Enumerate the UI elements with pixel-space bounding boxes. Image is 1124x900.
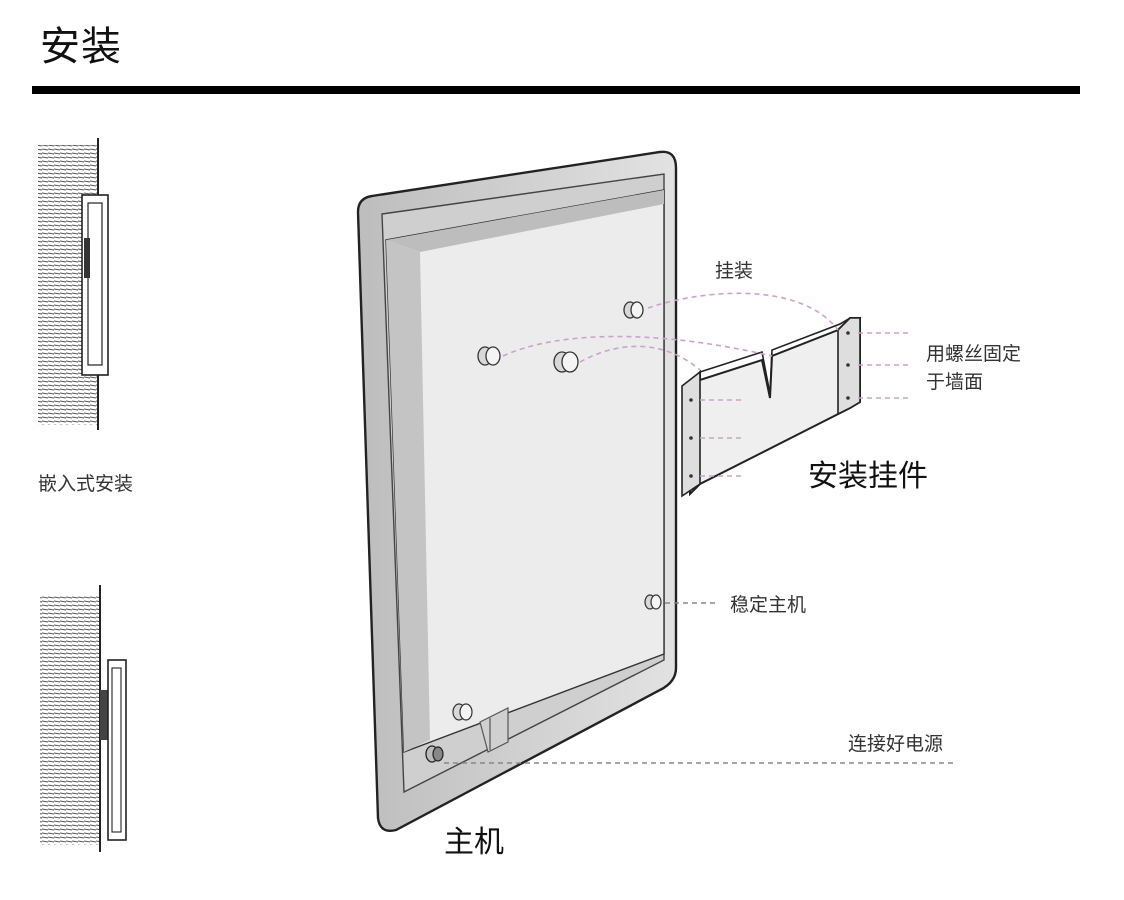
mount-bracket: [681, 317, 861, 498]
hanging-label: 挂装: [715, 260, 753, 282]
peg-icon: [623, 301, 644, 319]
bracket-flange-left: [681, 370, 701, 498]
embedded-install-label: 嵌入式安装: [38, 473, 133, 495]
screw-hole-icon: [846, 396, 850, 400]
bracket-label: 安装挂件: [808, 459, 928, 494]
screw-hole-icon: [689, 398, 693, 402]
peg-icon: [553, 351, 579, 373]
wallmount-side-view: [40, 585, 127, 852]
screw-hole-icon: [689, 474, 693, 478]
screw-hole-icon: [846, 331, 850, 335]
power-connector-icon: [425, 745, 444, 763]
peg-icon: [477, 346, 501, 366]
cable-channel: [479, 707, 509, 753]
screw-fix-label-line1: 用螺丝固定: [926, 343, 1021, 365]
peg-icon: [644, 594, 662, 610]
screw-hole-icon: [846, 363, 850, 367]
mount-pegs: [425, 301, 662, 763]
embedded-side-view: [38, 138, 109, 430]
stabilize-label: 稳定主机: [730, 594, 806, 616]
peg-icon: [452, 703, 473, 721]
guide-lines: [444, 292, 955, 764]
wall-hatch: [40, 595, 100, 845]
host-unit: [356, 150, 678, 832]
page-title: 安装: [40, 24, 122, 70]
screw-hole-icon: [689, 436, 693, 440]
screw-fix-label-line2: 于墙面: [926, 371, 983, 393]
title-divider: [32, 86, 1080, 94]
power-label: 连接好电源: [848, 733, 943, 755]
bracket-side: [100, 690, 108, 740]
host-label: 主机: [444, 825, 504, 860]
